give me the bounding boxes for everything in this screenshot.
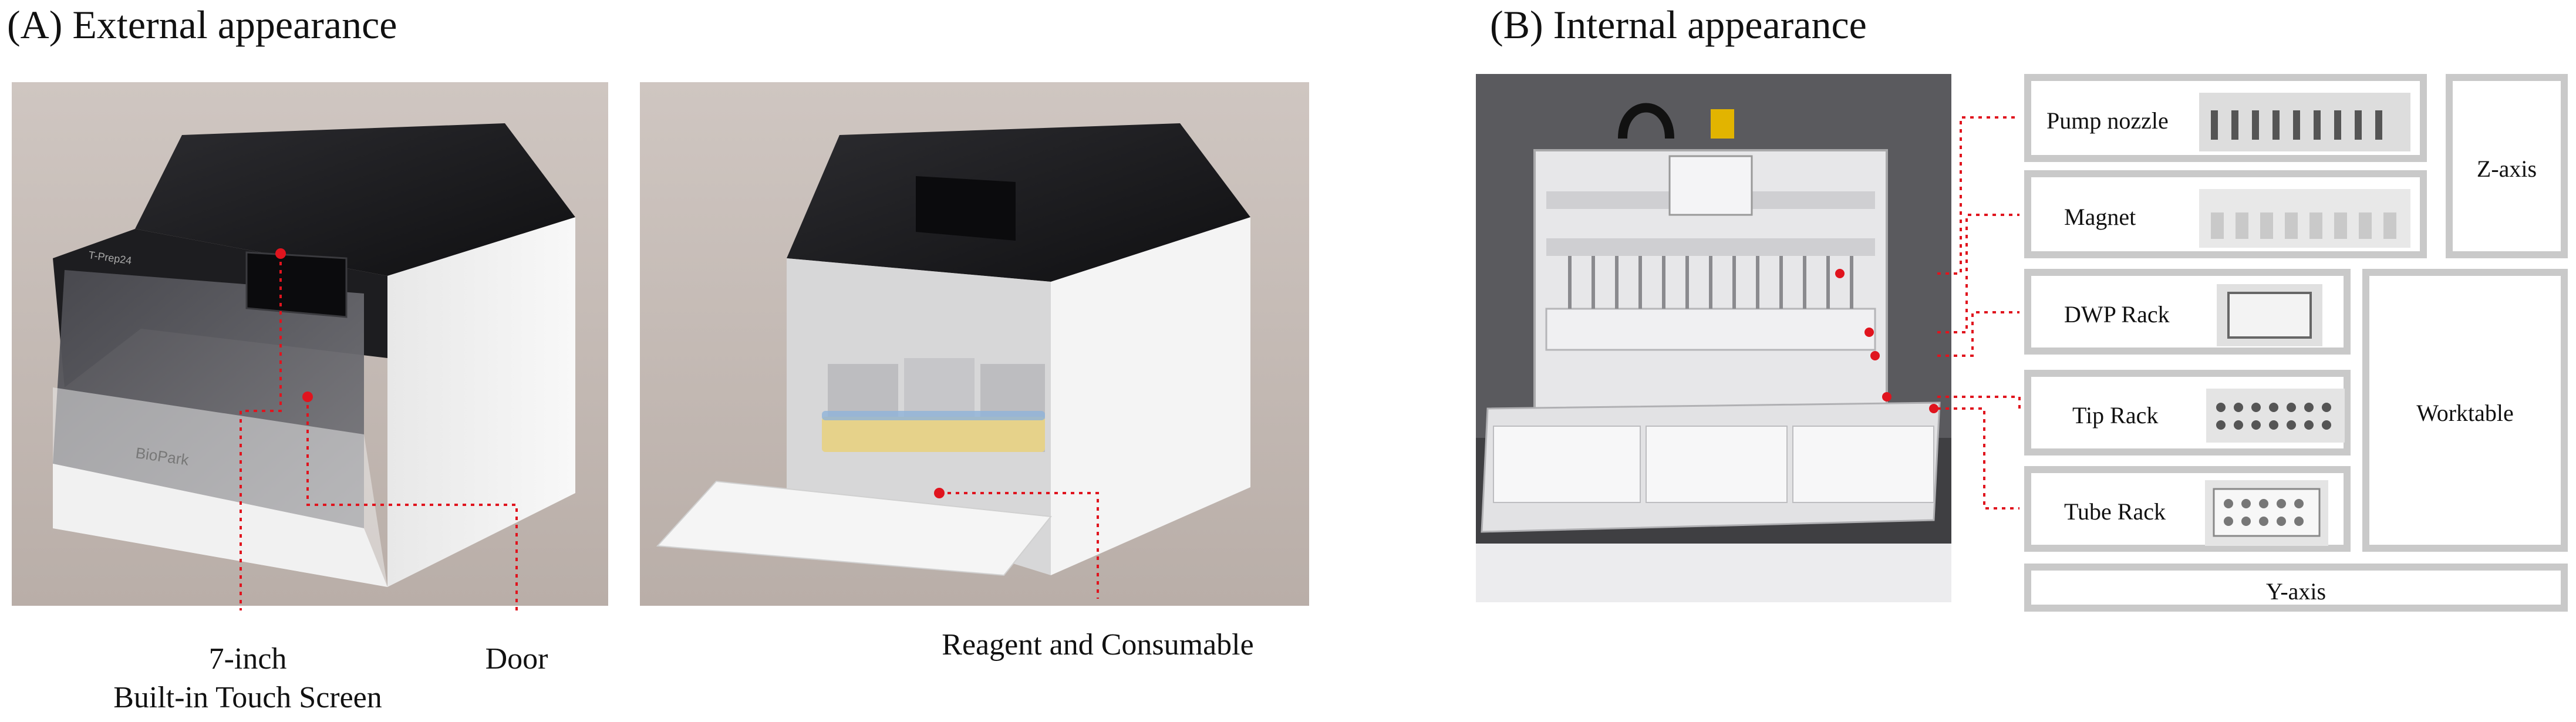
pump-nozzle-label: Pump nozzle <box>2046 107 2169 134</box>
y-axis-box: Y-axis <box>2024 564 2568 612</box>
tube-rack-label: Tube Rack <box>2064 498 2166 525</box>
panel-b-callout-lines <box>1937 116 2021 510</box>
dwp-rack-label: DWP Rack <box>2064 301 2170 328</box>
pump-nozzle-thumbnail <box>2199 93 2410 151</box>
callout-reagent: Reagent and Consumable <box>942 628 1254 662</box>
magnet-label: Magnet <box>2064 204 2136 230</box>
callout-door: Door <box>485 642 548 676</box>
dwp-rack-thumbnail <box>2217 284 2322 346</box>
tip-rack-thumbnail <box>2206 389 2345 443</box>
instrument-closed-photo: BioPark T-Prep24 <box>12 82 608 606</box>
magnet-box: Magnet <box>2024 170 2427 258</box>
pump-nozzle-box: Pump nozzle <box>2024 74 2427 162</box>
tip-rack-box: Tip Rack <box>2024 370 2351 456</box>
panel-a-callout-lines <box>240 254 1099 610</box>
callout-screen-line1: 7-inch <box>208 642 287 676</box>
instrument-open-photo <box>640 82 1309 606</box>
panel-b-title: (B) Internal appearance <box>1490 2 1867 47</box>
tip-rack-label: Tip Rack <box>2072 402 2159 429</box>
internal-mechanism-photo <box>1476 74 1951 602</box>
tube-rack-box: Tube Rack <box>2024 466 2351 552</box>
z-axis-box: Z-axis <box>2446 74 2568 258</box>
callout-screen-line2: Built-in Touch Screen <box>113 681 382 714</box>
dwp-rack-box: DWP Rack <box>2024 269 2351 355</box>
worktable-box: Worktable <box>2362 269 2568 552</box>
tube-rack-thumbnail <box>2205 480 2328 546</box>
panel-a-title: (A) External appearance <box>7 2 397 47</box>
worktable-label: Worktable <box>2416 400 2514 426</box>
magnet-thumbnail <box>2199 189 2410 248</box>
z-axis-label: Z-axis <box>2476 156 2537 182</box>
y-axis-label: Y-axis <box>2265 578 2327 605</box>
